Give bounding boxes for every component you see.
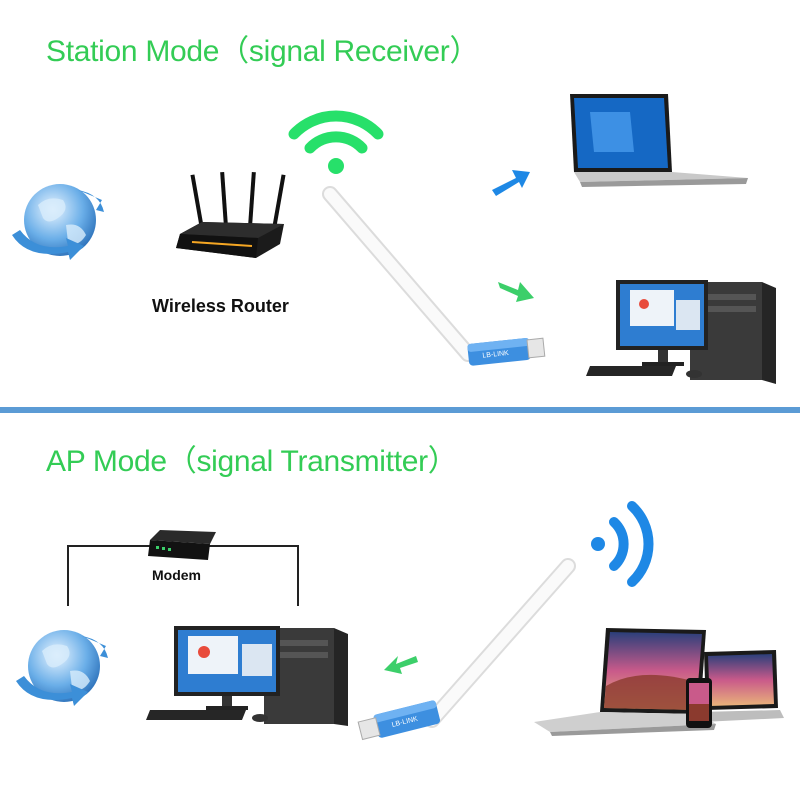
laptop-icon: [570, 94, 748, 187]
modem-icon: [148, 530, 216, 560]
wifi-icon: [591, 501, 654, 587]
ap-mode-title: AP Mode（signal Transmitter）: [46, 445, 458, 478]
globe-icon: [16, 630, 108, 706]
section-divider: [0, 407, 800, 413]
station-mode-title: Station Mode（signal Receiver）: [46, 35, 480, 68]
phone-icon: [686, 678, 712, 728]
tablet-icon: [700, 650, 784, 722]
globe-icon: [12, 184, 104, 260]
router-icon: [176, 171, 286, 258]
arrow-icon: [384, 656, 418, 674]
usb-adapter-icon: LB-LINK: [322, 186, 546, 366]
desktop-pc-icon: [146, 626, 348, 726]
modem-label: Modem: [152, 567, 201, 583]
arrow-icon: [492, 170, 530, 196]
laptop-icon: [534, 628, 716, 736]
usb-adapter-icon: LB-LINK: [357, 558, 576, 741]
svg-text:LB-LINK: LB-LINK: [482, 350, 509, 360]
wifi-icon: [288, 110, 384, 174]
wireless-router-label: Wireless Router: [152, 296, 289, 316]
arrow-icon: [498, 282, 534, 302]
desktop-pc-icon: [586, 280, 776, 384]
